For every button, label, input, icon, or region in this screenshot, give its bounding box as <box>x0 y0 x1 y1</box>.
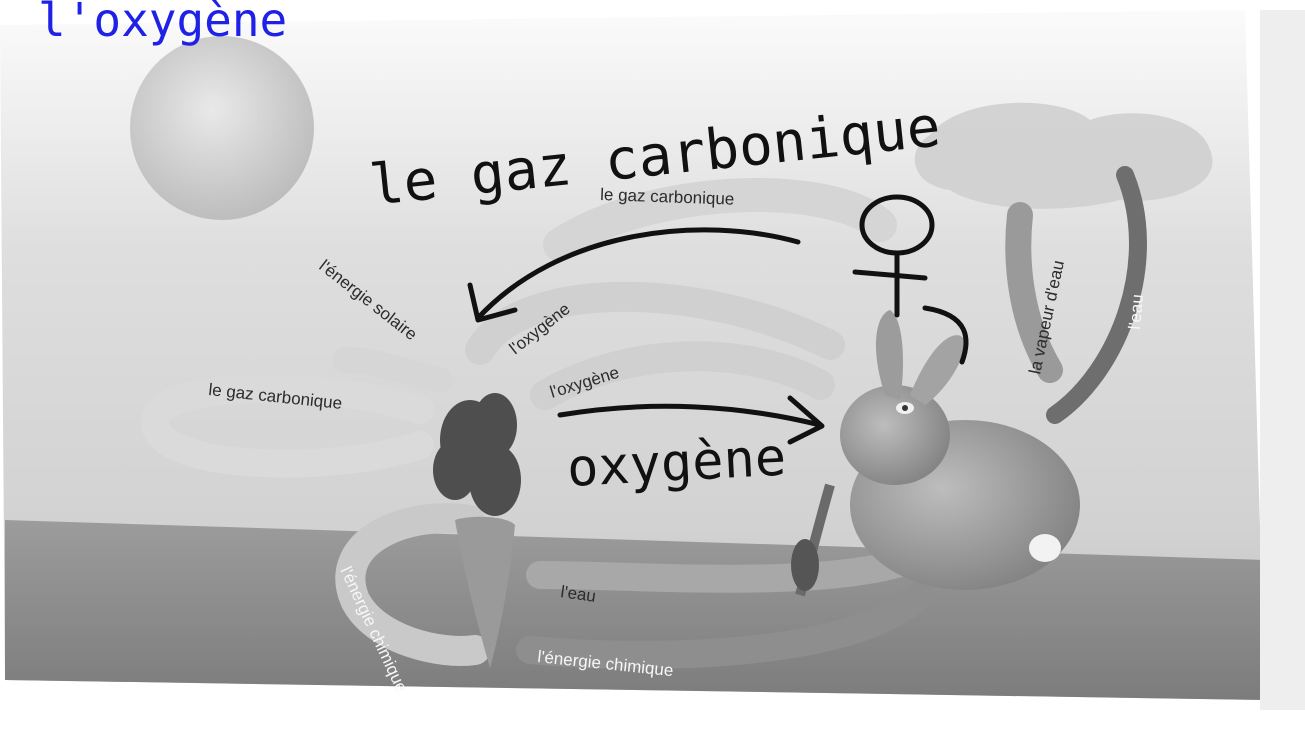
handwritten-oxygen: oxygène <box>566 428 788 499</box>
label-water-right: l'eau <box>1125 293 1147 330</box>
cloud-icon <box>915 103 1213 209</box>
sun-icon <box>130 36 314 220</box>
title-handwritten: l'oxygène <box>38 0 287 47</box>
